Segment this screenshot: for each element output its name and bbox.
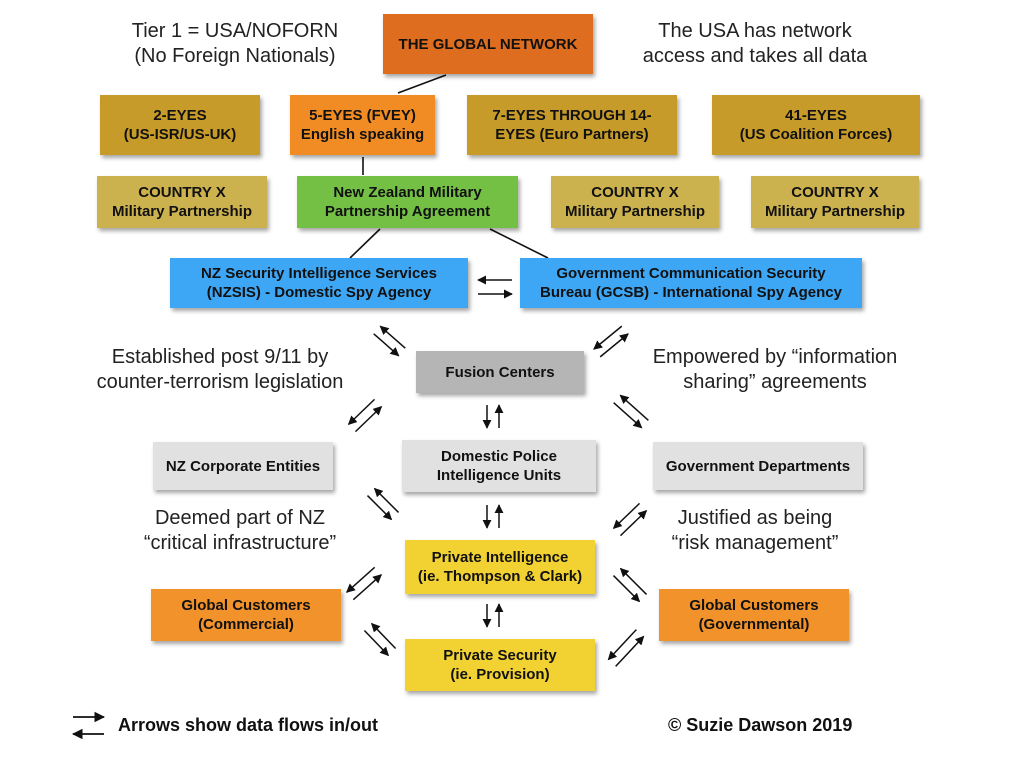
fusion-corporate-arrow-out — [354, 405, 383, 433]
privintel-commercial-arrow-out — [352, 574, 383, 601]
fusion-corporate-arrow-in — [347, 398, 376, 426]
privintel-governmental-arrow-in — [619, 567, 648, 595]
fusion-govdept-arrow-in — [619, 394, 649, 421]
global-governmental-box: Global Customers(Governmental) — [659, 589, 849, 641]
forty-one-eyes-box: 41-EYES(US Coalition Forces) — [712, 95, 920, 155]
corporate-privintel-arrow-in — [373, 487, 400, 513]
privintel-commercial-arrow-in — [345, 566, 376, 593]
nz-corporate-box: NZ Corporate Entities — [153, 442, 333, 490]
privintel-governmental-arrow-out — [612, 575, 641, 603]
privsec-governmental-arrow-out — [615, 635, 645, 667]
note-tier1: Tier 1 = USA/NOFORN(No Foreign Nationals… — [131, 20, 339, 67]
five-eyes-box: 5-EYES (FVEY)English speaking — [290, 95, 435, 155]
gcsb-fusion-arrow-in — [593, 325, 623, 350]
data-flow-arrows — [345, 275, 649, 667]
govdept-privintel-arrow-in — [612, 502, 641, 530]
connector-network-fvey — [397, 74, 447, 94]
fusion-govdept-arrow-out — [613, 402, 643, 429]
copyright: © Suzie Dawson 2019 — [668, 715, 853, 735]
private-intel-box: Private Intelligence(ie. Thompson & Clar… — [405, 540, 595, 594]
commercial-privsec-arrow-out — [363, 629, 390, 657]
govdept-privintel-arrow-out — [619, 509, 648, 537]
connector-nzmil-gcsb — [489, 228, 549, 259]
two-eyes-box: 2-EYES(US-ISR/US-UK) — [100, 95, 260, 155]
global-commercial-box: Global Customers(Commercial) — [151, 589, 341, 641]
nzsis-fusion-arrow-in — [379, 325, 406, 349]
privsec-governmental-arrow-in — [607, 629, 637, 661]
seven-eyes-box: 7-EYES THROUGH 14-EYES (Euro Partners) — [467, 95, 677, 155]
gcsb-fusion-arrow-out — [599, 333, 629, 358]
nzsis-box: NZ Security Intelligence Services(NZSIS)… — [170, 258, 468, 308]
note-deemed: Deemed part of NZ“critical infrastructur… — [143, 507, 337, 554]
commercial-privsec-arrow-in — [370, 622, 397, 650]
connector-nzmil-nzsis — [349, 228, 381, 259]
legend-arrows — [71, 711, 106, 740]
legend-label: Arrows show data flows in/out — [118, 715, 379, 735]
fusion-centers-box: Fusion Centers — [416, 351, 584, 393]
global-network-box: THE GLOBAL NETWORK — [383, 14, 593, 74]
nzsis-fusion-arrow-out — [373, 333, 400, 357]
corporate-privintel-arrow-out — [366, 495, 393, 521]
gov-departments-box: Government Departments — [653, 442, 863, 490]
private-security-box: Private Security(ie. Provision) — [405, 639, 595, 691]
note-justified: Justified as being“risk management” — [671, 507, 839, 554]
